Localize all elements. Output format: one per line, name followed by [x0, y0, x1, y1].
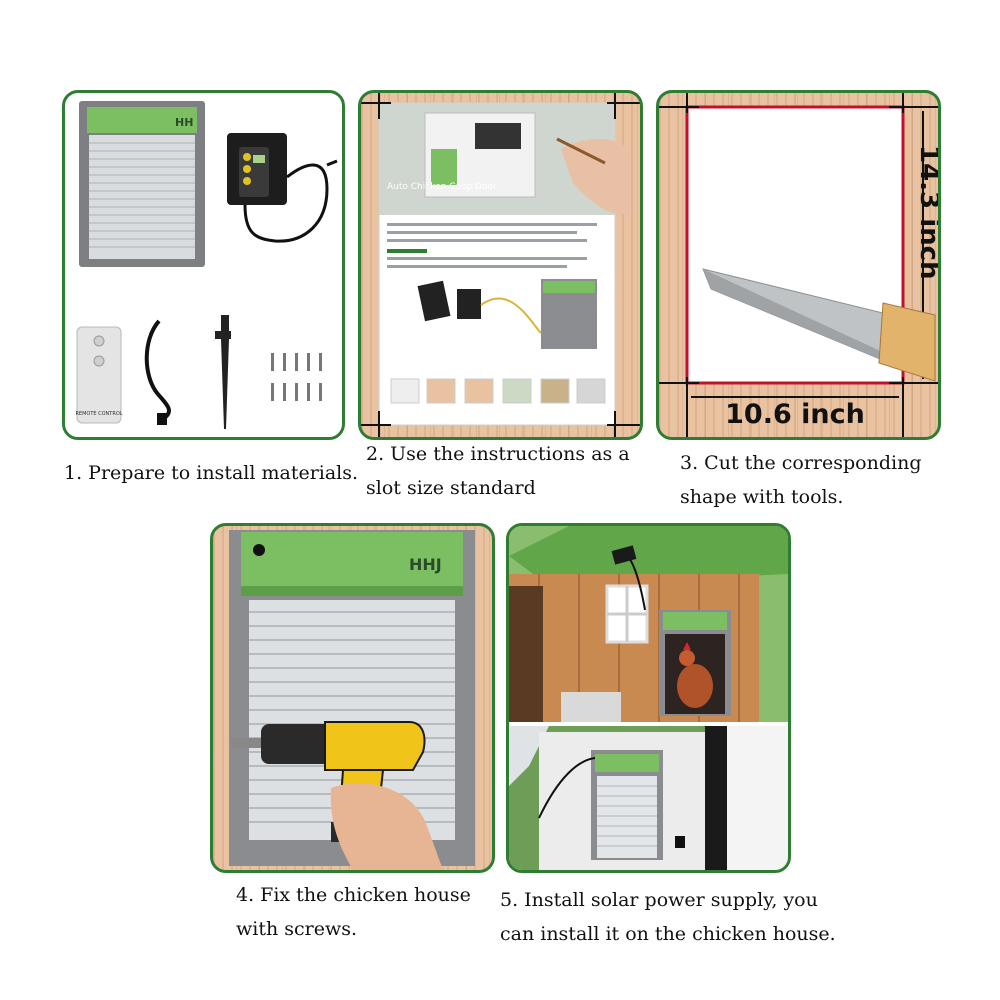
- caption-step-5: 5. Install solar power supply, you can i…: [500, 883, 836, 951]
- remote-control-image: REMOTE CONTROL: [75, 326, 123, 424]
- manual-title: Auto Chicken Coop Door: [387, 182, 497, 192]
- width-dimension: 10.6 inch: [725, 399, 865, 430]
- drill-illustration: HHJ: [229, 530, 475, 870]
- svg-text:HHJ: HHJ: [409, 555, 442, 574]
- manual-steps-row: [390, 378, 606, 404]
- caption-step-1: 1. Prepare to install materials.: [64, 456, 358, 490]
- hand-image: [330, 783, 443, 870]
- caption-step-2: 2. Use the instructions as a slot size s…: [366, 437, 630, 505]
- ground-stake-image: [215, 315, 231, 429]
- caption-step-2-line-2: slot size standard: [366, 477, 536, 499]
- installed-illustration: [509, 526, 788, 870]
- caption-step-3-line-2: shape with tools.: [680, 486, 844, 508]
- caption-step-3-line-1: 3. Cut the corresponding: [680, 452, 922, 474]
- panel-cut: 14.3 inch 10.6 inch: [656, 90, 941, 440]
- materials-illustration: HH REMOTE CONTROL: [75, 101, 338, 429]
- usb-cable-image: [144, 319, 171, 421]
- caption-step-4-line-2: with screws.: [236, 918, 358, 940]
- panel-drill: HHJ: [210, 523, 495, 873]
- panel-installed: [506, 523, 791, 873]
- caption-step-1-text: 1. Prepare to install materials.: [64, 462, 359, 484]
- panel-instructions: Auto Chicken Coop Door: [358, 90, 643, 440]
- caption-step-4: 4. Fix the chicken house with screws.: [236, 878, 471, 946]
- manual-illustration: Auto Chicken Coop Door: [361, 93, 640, 437]
- cut-illustration: 14.3 inch 10.6 inch: [659, 93, 938, 437]
- coop-door-image: HH: [79, 101, 205, 267]
- caption-step-5-line-1: 5. Install solar power supply, you: [500, 889, 818, 911]
- caption-step-5-line-2: can install it on the chicken house.: [500, 923, 836, 945]
- panel-materials: HH REMOTE CONTROL: [62, 90, 345, 440]
- caption-step-4-line-1: 4. Fix the chicken house: [236, 884, 471, 906]
- remote-label: REMOTE CONTROL: [75, 411, 122, 417]
- caption-step-3: 3. Cut the corresponding shape with tool…: [680, 446, 922, 514]
- saw-image: [702, 268, 936, 382]
- height-dimension: 14.3 inch: [914, 145, 938, 280]
- screws-image: [271, 353, 322, 401]
- svg-text:HH: HH: [175, 116, 193, 129]
- control-box-image: [227, 133, 338, 243]
- caption-step-2-line-1: 2. Use the instructions as a: [366, 443, 630, 465]
